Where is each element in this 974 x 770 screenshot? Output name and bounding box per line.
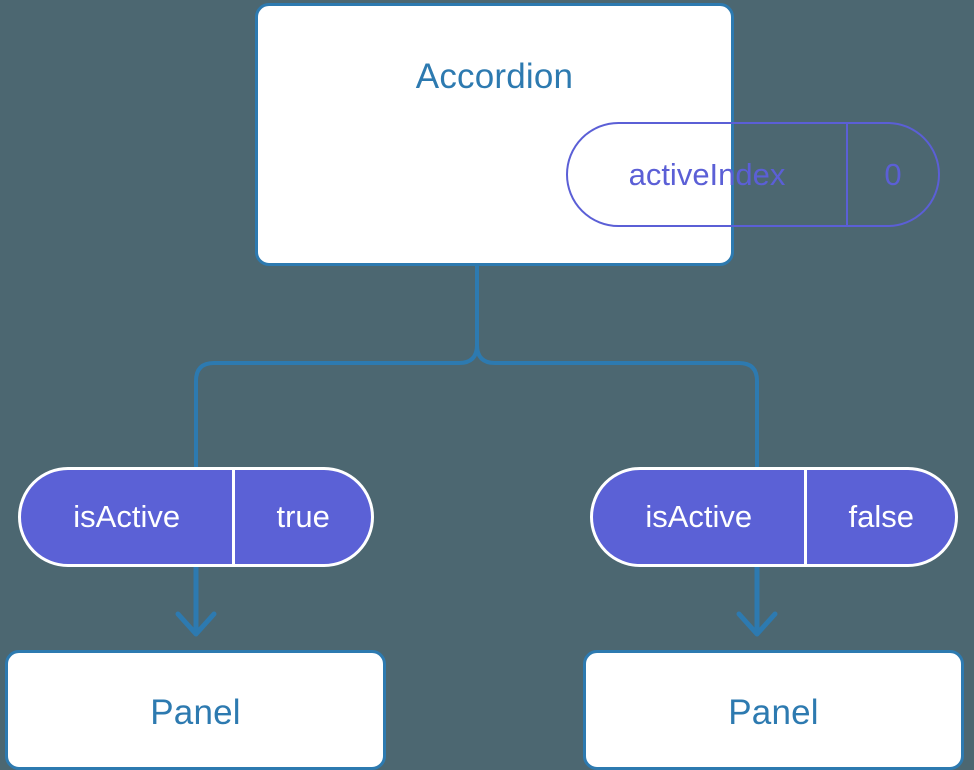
panel-component-card-left[interactable]: Panel [5,650,386,770]
prop-pill-is-active-false[interactable]: isActive false [590,467,958,567]
panel-title-right: Panel [728,693,819,732]
panel-title-left: Panel [150,693,241,732]
state-pill-active-index-key: activeIndex [628,156,786,192]
branch-line-left [194,266,479,467]
accordion-component-card[interactable]: Accordion activeIndex 0 [255,3,940,266]
prop-pill-is-active-false-key: isActive [645,499,753,534]
prop-pill-is-active-true-key: isActive [73,499,181,534]
arrow-down-left [175,567,217,637]
prop-pill-is-active-true[interactable]: isActive true [18,467,374,567]
prop-pill-is-active-false-value: false [804,470,955,564]
state-pill-active-index[interactable]: activeIndex 0 [566,122,940,227]
panel-component-card-right[interactable]: Panel [583,650,964,770]
accordion-title: Accordion [415,57,574,96]
branch-line-right [475,266,759,467]
state-pill-active-index-value: 0 [845,124,938,225]
arrow-down-right [736,567,778,637]
prop-pill-is-active-true-value: true [232,470,371,564]
